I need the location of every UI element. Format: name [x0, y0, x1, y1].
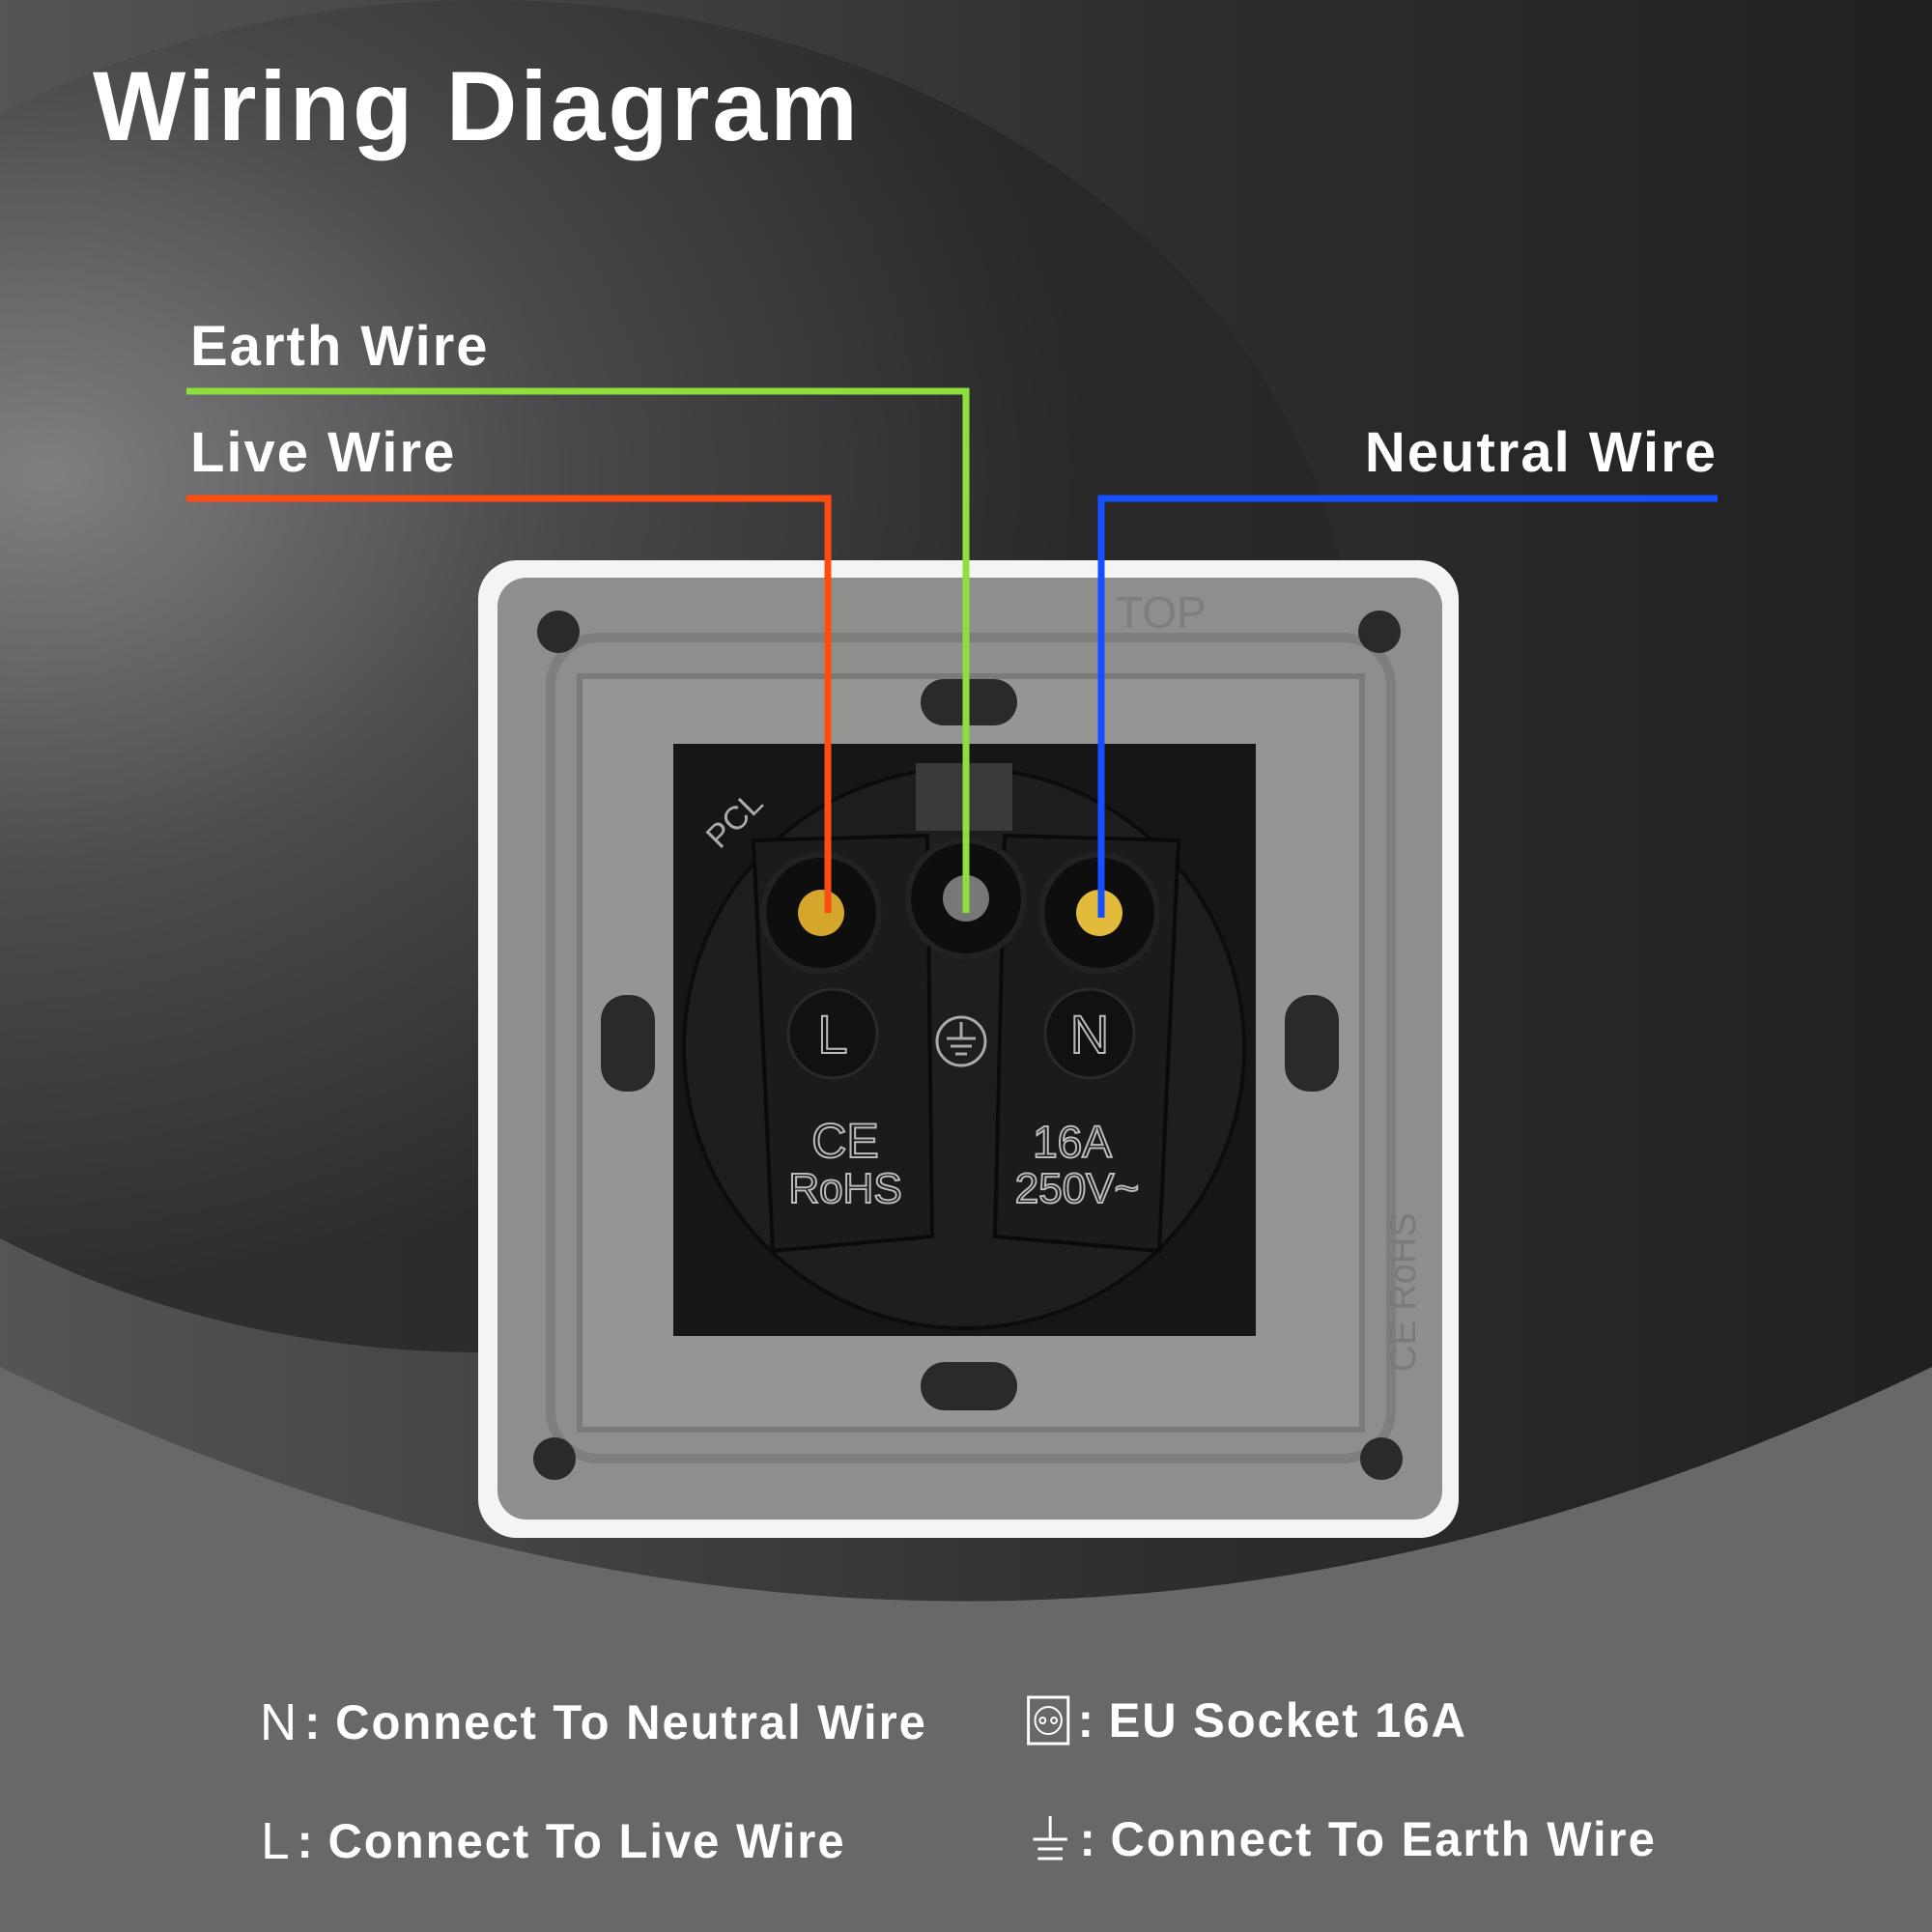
live-wire-label: Live Wire: [190, 421, 457, 484]
page-title: Wiring Diagram: [93, 51, 861, 161]
legend-earth: : Connect To Earth Wire: [1029, 1811, 1657, 1867]
legend-key: N: [260, 1693, 299, 1751]
legend-neutral: N : Connect To Neutral Wire: [260, 1693, 927, 1751]
svg-text:CE RoHS: CE RoHS: [1383, 1212, 1424, 1372]
legend-text: Connect To Live Wire: [327, 1814, 846, 1868]
earth-wire-line: [186, 387, 970, 913]
earth-wire-label: Earth Wire: [190, 315, 490, 378]
eu-socket-icon: [1027, 1695, 1070, 1746]
svg-text:CE: CE: [811, 1114, 878, 1168]
legend-live: L : Connect To Live Wire: [261, 1812, 846, 1870]
terminal-l-mark: L: [817, 1004, 847, 1065]
terminal-n-mark: N: [1070, 1004, 1109, 1065]
svg-text:16A: 16A: [1033, 1117, 1112, 1167]
top-mark: TOP: [1116, 587, 1207, 638]
legend-text: Connect To Neutral Wire: [335, 1695, 927, 1749]
legend-panel: [0, 1367, 1932, 1932]
legend-eu-socket: : EU Socket 16A: [1027, 1692, 1467, 1748]
neutral-wire-line: [1097, 495, 1718, 918]
legend-text: EU Socket 16A: [1108, 1693, 1467, 1747]
earth-ground-icon: [1033, 1816, 1067, 1861]
legend-text: Connect To Earth Wire: [1110, 1812, 1657, 1866]
legend-key: L: [261, 1812, 292, 1870]
live-wire-line: [186, 495, 832, 913]
svg-text:250V~: 250V~: [1015, 1165, 1139, 1212]
svg-text:RoHS: RoHS: [788, 1165, 901, 1212]
neutral-wire-label: Neutral Wire: [1364, 421, 1718, 484]
